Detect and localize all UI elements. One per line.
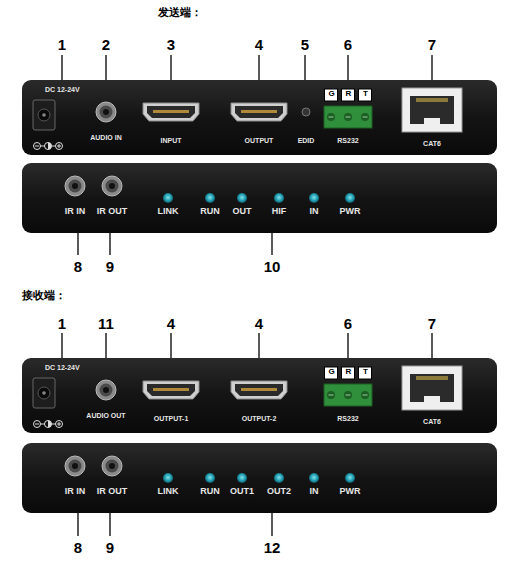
callout-number: 1 — [58, 37, 66, 52]
port-label: T — [363, 90, 368, 98]
callout-number: 2 — [102, 37, 110, 52]
callout-number: 8 — [74, 259, 82, 274]
callout-number: 4 — [255, 37, 263, 52]
back-panel: DC 12-24V AUDIO IN INPUT OUTPUT EDID G R T RS232… — [22, 80, 497, 155]
port-label: OUT — [233, 207, 252, 216]
port-label: G — [328, 90, 334, 98]
sender-front-panel — [22, 163, 497, 233]
port-label: PWR — [340, 207, 361, 216]
callout-number: 8 — [74, 540, 82, 555]
front-panel: IR IN IR OUT LINK RUN OUT1 OUT2 IN PWR — [22, 443, 497, 513]
port-label: OUTPUT-2 — [242, 415, 277, 422]
port-label: LINK — [158, 207, 179, 216]
callout-number: 3 — [167, 37, 175, 52]
port-label: G — [328, 368, 334, 376]
port-label: AUDIO OUT — [86, 412, 125, 419]
port-label: OUTPUT-1 — [154, 415, 189, 422]
port-label: R — [346, 90, 352, 98]
callout-number: 1 — [58, 316, 66, 331]
port-label: PWR — [340, 487, 361, 496]
callout-number: 6 — [344, 37, 352, 52]
section-heading: 发送端： — [158, 7, 202, 18]
port-label: IR IN — [65, 207, 86, 216]
port-label: DC 12-24V — [45, 86, 80, 93]
port-label: IR IN — [65, 487, 86, 496]
port-label: R — [346, 368, 352, 376]
port-label: OUT1 — [230, 487, 254, 496]
section-heading: 接收端： — [22, 290, 66, 301]
callout-number: 11 — [98, 316, 114, 331]
callout-number: 7 — [428, 316, 436, 331]
callout-number: 9 — [106, 540, 114, 555]
port-label: IR OUT — [97, 487, 128, 496]
port-label: RS232 — [337, 137, 358, 144]
front-panel: IR IN IR OUT LINK RUN OUT HIF IN PWR — [22, 163, 497, 233]
port-label: HIF — [272, 207, 287, 216]
callout-number: 10 — [264, 259, 281, 274]
port-label: AUDIO IN — [90, 134, 122, 141]
callout-number: 9 — [106, 259, 114, 274]
port-label: OUT2 — [267, 487, 291, 496]
port-label: RS232 — [337, 415, 358, 422]
port-label: RUN — [200, 487, 220, 496]
port-label: T — [363, 368, 368, 376]
port-label: IR OUT — [97, 207, 128, 216]
receiver-back-panel — [22, 358, 497, 433]
callout-number: 6 — [344, 316, 352, 331]
port-label: INPUT — [161, 137, 182, 144]
sender-back-panel — [22, 80, 497, 155]
port-label: EDID — [298, 137, 315, 144]
callout-number: 5 — [301, 37, 309, 52]
port-label: LINK — [158, 487, 179, 496]
callout-number: 7 — [428, 37, 436, 52]
callout-number: 4 — [167, 316, 175, 331]
port-label: CAT6 — [423, 140, 441, 147]
back-panel: DC 12-24V AUDIO OUT OUTPUT-1 OUTPUT-2 G R T RS2… — [22, 358, 497, 433]
callout-number: 12 — [264, 540, 281, 555]
port-label: IN — [310, 207, 319, 216]
callout-number: 4 — [255, 316, 263, 331]
port-label: CAT6 — [423, 418, 441, 425]
port-label: RUN — [200, 207, 220, 216]
port-label: IN — [310, 487, 319, 496]
receiver-front-panel — [22, 443, 497, 513]
port-label: OUTPUT — [245, 137, 274, 144]
port-label: DC 12-24V — [45, 364, 80, 371]
leader-lines — [62, 55, 432, 536]
